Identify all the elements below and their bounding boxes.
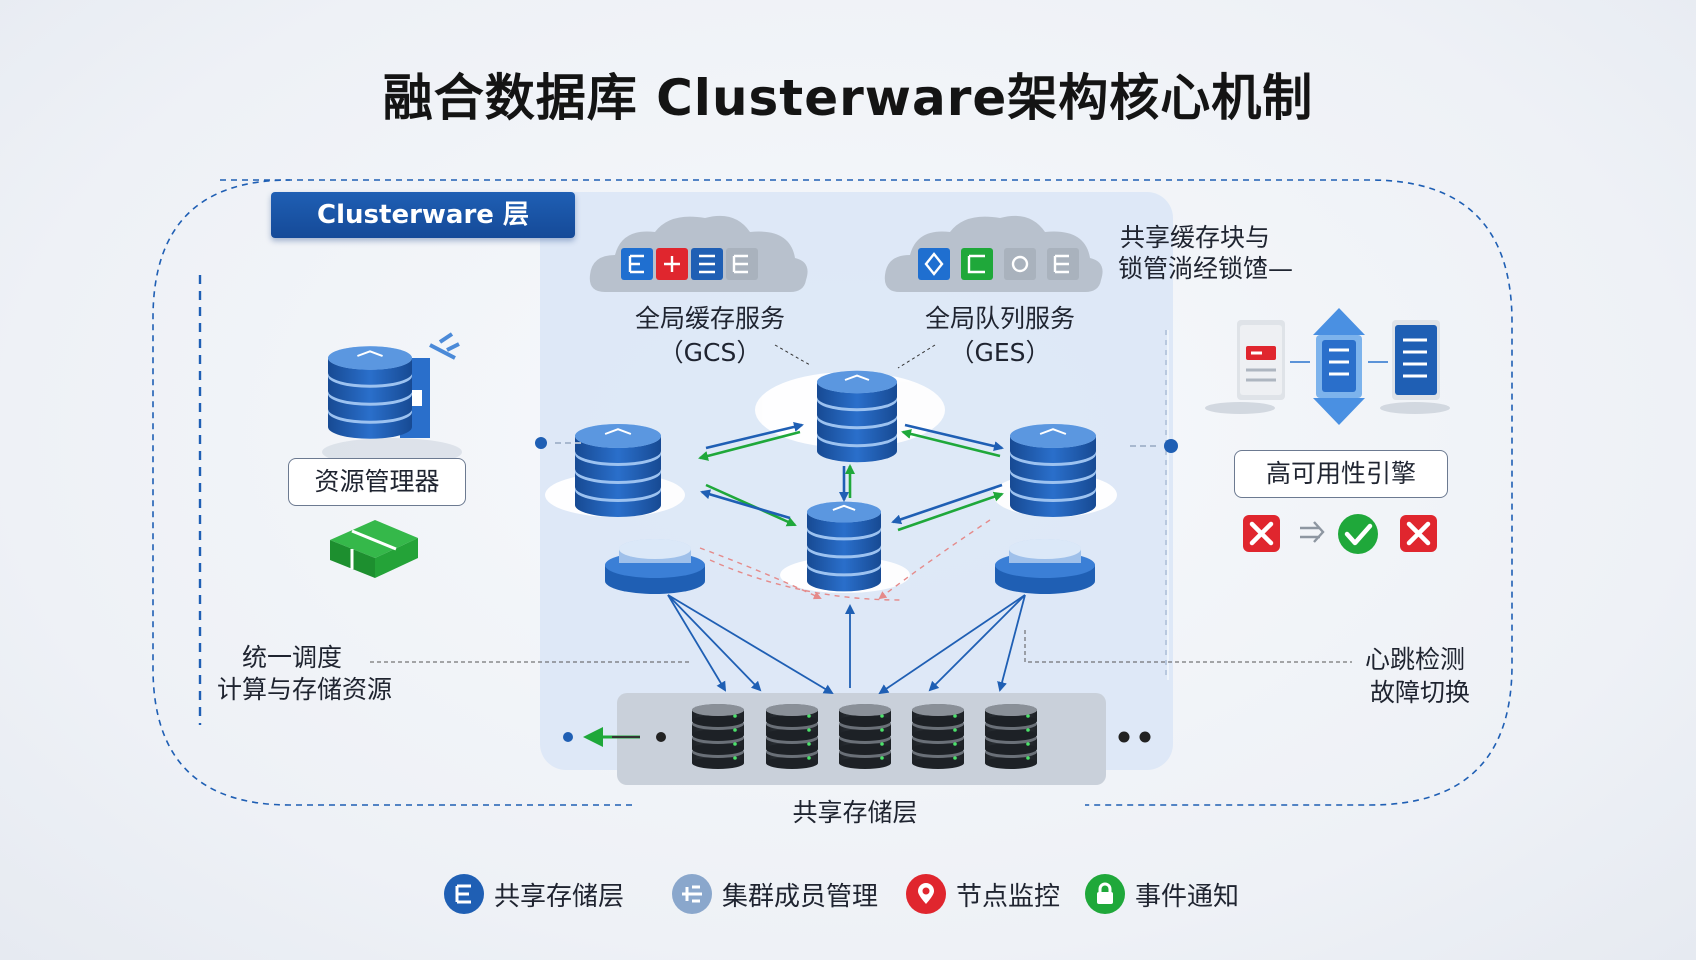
storage-disks <box>692 704 1037 769</box>
disk-plate-right <box>995 539 1095 594</box>
db-node-left <box>575 423 661 518</box>
db-node-top <box>817 370 897 463</box>
gcs-service-abbr: （GCS） <box>658 338 762 367</box>
page-title: 融合数据库 Clusterware架构核心机制 <box>382 69 1314 127</box>
storage-disk <box>692 704 744 769</box>
unified-schedule-line2: 计算与存储资源 <box>217 675 393 704</box>
unified-schedule-line1: 统一调度 <box>242 643 343 672</box>
storage-disk <box>912 704 964 769</box>
db-node-center <box>807 501 881 592</box>
location-pin-icon <box>906 874 946 914</box>
disk-plate-left <box>605 539 705 594</box>
node-links <box>698 422 1004 532</box>
cluster-member-icon <box>672 874 712 914</box>
heartbeat-line2: 故障切换 <box>1370 678 1471 707</box>
ges-cloud <box>884 215 1103 292</box>
storage-disk <box>985 704 1037 769</box>
sync-curves <box>699 519 991 601</box>
legend-label: 共享存储层 <box>494 881 625 912</box>
legend-item-cluster-member: 集群成员管理 <box>672 872 878 916</box>
heartbeat-line1: 心跳检测 <box>1365 645 1466 674</box>
storage-arrows <box>667 594 1026 695</box>
legend-label: 集群成员管理 <box>722 881 879 912</box>
gcs-service-name: 全局缓存服务 <box>634 304 785 333</box>
legend: 共享存储层 集群成员管理 节点监控 事件通知 <box>0 872 1696 916</box>
ges-service-abbr: （GES） <box>949 338 1051 367</box>
ha-engine-label: 高可用性引擎 <box>1234 450 1448 498</box>
storage-disk <box>839 704 891 769</box>
outer-cluster-frame <box>152 179 1513 806</box>
storage-icon <box>444 874 484 914</box>
failover-arrow-icon <box>1300 521 1325 543</box>
ges-service-name: 全局队列服务 <box>924 304 1075 333</box>
legend-item-storage: 共享存储层 <box>444 872 624 916</box>
resource-db-stack <box>328 346 412 439</box>
resource-manager-illustration <box>322 332 462 578</box>
legend-label: 节点监控 <box>956 881 1061 912</box>
resource-manager-label: 资源管理器 <box>288 458 466 506</box>
clusterware-layer-header: Clusterware 层 <box>271 192 575 238</box>
ha-engine-illustration <box>1205 308 1450 425</box>
lock-icon <box>1085 874 1125 914</box>
ok-check-icon <box>1338 514 1378 554</box>
failover-status-icons <box>1243 514 1437 554</box>
legend-label: 事件通知 <box>1135 881 1240 912</box>
storage-layer-label: 共享存储层 <box>792 798 918 827</box>
shared-cache-label-line1: 共享缓存块与 <box>1120 223 1271 252</box>
legend-item-event-notify: 事件通知 <box>1085 872 1239 916</box>
db-node-right <box>1010 423 1096 518</box>
database-nodes <box>575 370 1096 594</box>
legend-item-node-monitor: 节点监控 <box>906 872 1060 916</box>
gcs-cloud <box>589 215 808 292</box>
storage-disk <box>766 704 818 769</box>
shared-cache-label-line2: 锁管淌经锁馇— <box>1118 254 1294 283</box>
